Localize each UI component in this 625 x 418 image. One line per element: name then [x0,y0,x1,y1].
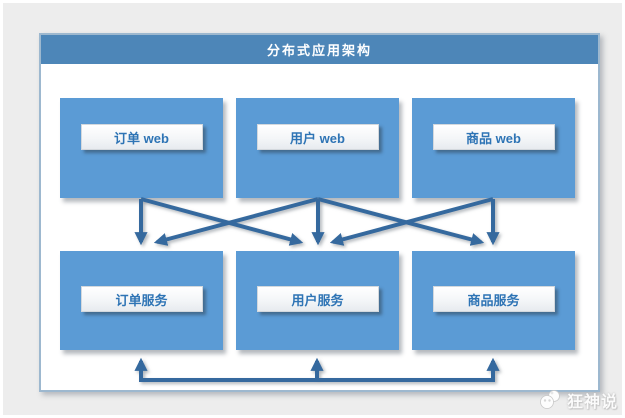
node-product-web: 商品 web [412,98,575,198]
watermark-text: 狂神说 [566,394,618,411]
watermark: 狂神说 [539,387,618,413]
node-user-web: 用户 web [236,98,399,198]
node-user-service-label: 用户服务 [256,286,379,312]
diagram-title-bar: 分布式应用架构 [41,35,598,64]
node-product-service-label: 商品服务 [432,286,555,312]
node-product-service: 商品服务 [412,251,575,350]
node-order-web-label: 订单 web [80,124,203,150]
node-user-service: 用户服务 [236,251,399,350]
node-user-web-label: 用户 web [256,124,379,150]
node-product-web-label: 商品 web [432,124,555,150]
node-order-service-label: 订单服务 [80,286,203,312]
panda-logo-icon [540,390,560,409]
node-order-web: 订单 web [60,98,223,198]
node-order-service: 订单服务 [60,251,223,350]
diagram-title: 分布式应用架构 [266,43,372,58]
